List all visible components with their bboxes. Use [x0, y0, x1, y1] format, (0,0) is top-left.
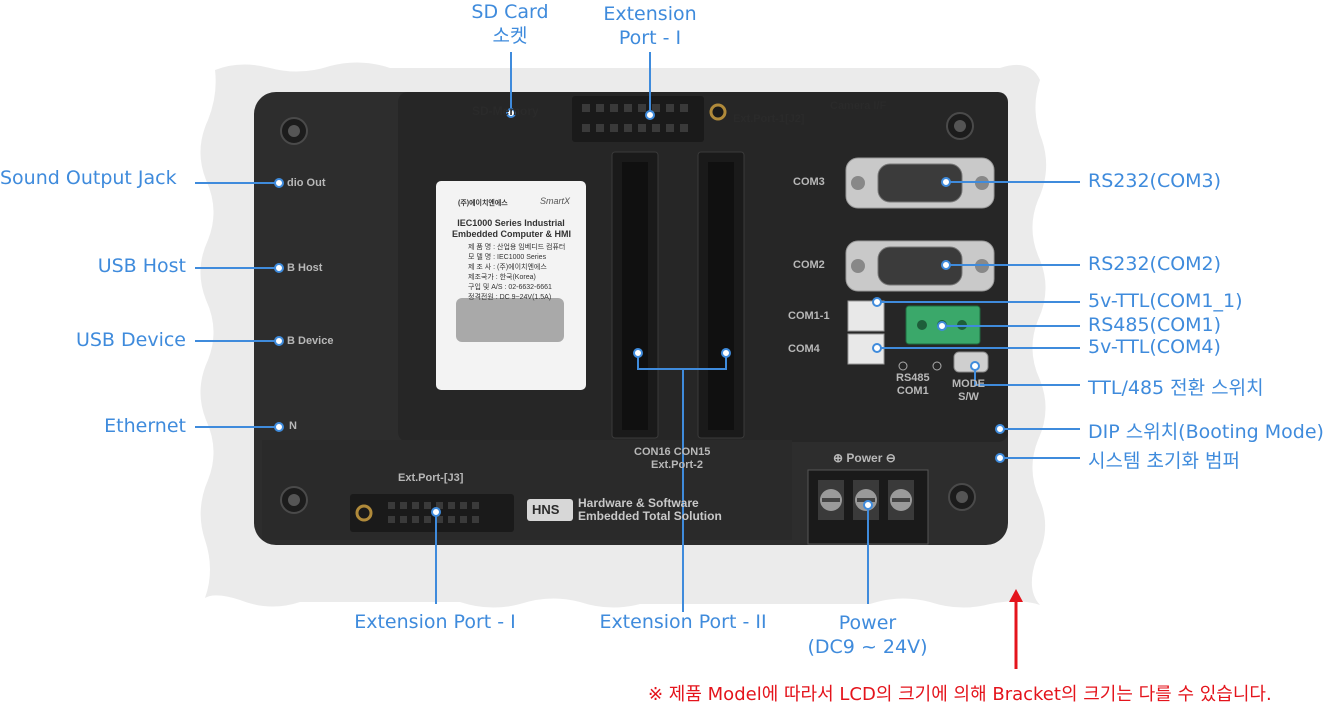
silk-ext-port-j2: Ext.Port-1[J2]	[733, 113, 805, 125]
sticker-blank-area	[456, 298, 564, 342]
callout-usb-host: USB Host	[97, 255, 186, 277]
standoff-icon	[355, 504, 373, 522]
extension-header-j2	[572, 96, 704, 142]
silk-sd-memory: SD-Memory	[472, 104, 539, 118]
callout-usb-device: USB Device	[75, 329, 186, 351]
terminal-screw-icon	[853, 480, 879, 520]
screw-icon	[946, 112, 974, 140]
callout-ttl-com4: 5v-TTL(COM4)	[1088, 336, 1221, 358]
silk-com3: COM3	[793, 176, 825, 188]
silk-com4: COM4	[788, 343, 820, 355]
callout-rs485-com1: RS485(COM1)	[1088, 314, 1222, 336]
callout-ttl485-switch: TTL/485 전환 스위치	[1088, 377, 1264, 399]
bracket-size-arrow-icon	[1009, 589, 1023, 669]
silk-lan: N	[289, 420, 297, 432]
db9-connector-com3	[845, 157, 995, 209]
silk-con16-con15: CON16 CON15	[634, 446, 711, 458]
callout-sound-output-jack: Sound Output Jack	[0, 167, 177, 189]
sticker-logo: SmartX	[540, 196, 571, 206]
silk-usb-device: B Device	[287, 335, 334, 347]
silk-ext-port-2: Ext.Port-2	[651, 459, 703, 471]
device-lower-left	[262, 440, 792, 540]
callout-power: Power(DC9 ~ 24V)	[807, 612, 928, 658]
sticker-brand: (주)에이치엔에스	[458, 200, 508, 207]
hns-logo: HNS	[532, 502, 560, 517]
terminal-screw-icon	[818, 480, 844, 520]
terminal-screw-icon	[888, 480, 914, 520]
screw-icon	[948, 483, 976, 511]
callout-reset-bumper: 시스템 초기화 범퍼	[1088, 450, 1240, 472]
callout-extension-port-bottom: Extension Port - I	[354, 611, 516, 633]
db9-connector-com2	[845, 240, 995, 292]
callout-rs232-com2: RS232(COM2)	[1088, 253, 1222, 275]
silk-com1-1: COM1-1	[788, 310, 830, 322]
callout-lines	[195, 52, 1080, 612]
silk-audio-out: dio Out	[287, 177, 326, 189]
standoff-icon	[709, 103, 727, 121]
bracket-size-note: ※ 제품 Model에 따라서 LCD의 크기에 의해 Bracket의 크기는…	[648, 684, 1272, 705]
screw-icon	[280, 486, 308, 514]
hns-logo-box	[527, 499, 573, 521]
callout-ttl-com1-1: 5v-TTL(COM1_1)	[1088, 290, 1243, 312]
callout-ethernet: Ethernet	[104, 415, 186, 437]
callout-dip-switch: DIP 스위치(Booting Mode)	[1088, 421, 1324, 443]
silk-power: ⊕ Power ⊖	[833, 451, 896, 465]
callout-extension-port-ii: Extension Port - II	[599, 611, 767, 633]
callout-dots	[274, 108, 1005, 517]
screw-icon	[280, 117, 308, 145]
silk-usb-host: B Host	[287, 262, 323, 274]
callout-rs232-com3: RS232(COM3)	[1088, 170, 1222, 192]
silk-ext-port-j3: Ext.Port-[J3]	[398, 472, 464, 484]
silk-camera-if: Camera I/F	[830, 100, 887, 112]
silk-com2: COM2	[793, 259, 825, 271]
